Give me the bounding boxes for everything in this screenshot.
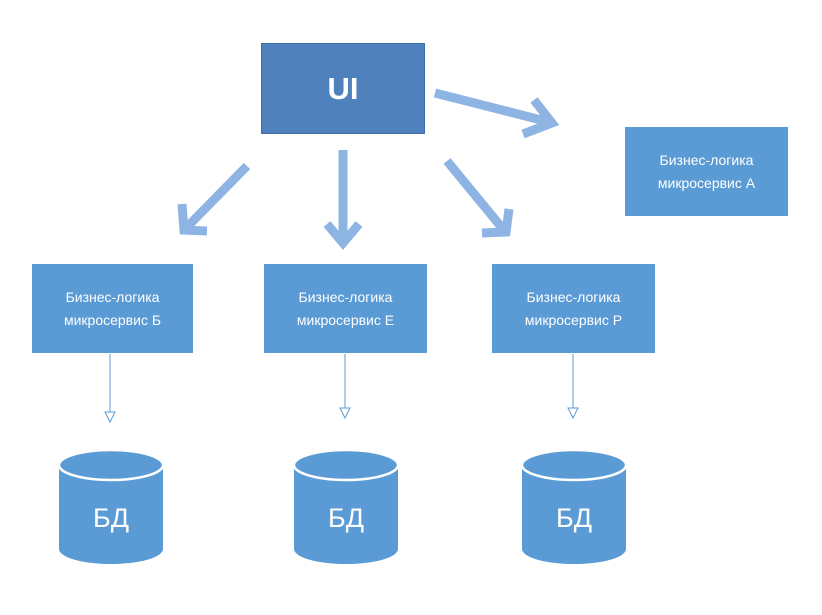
connector-service-e-to-db (339, 354, 351, 420)
database-e-label: БД (327, 502, 364, 533)
arrow-ui-to-service-e (323, 150, 363, 250)
connector-service-r-to-db (567, 354, 579, 420)
database-b-label: БД (92, 502, 129, 533)
service-r-line1: Бизнес-логика (526, 288, 621, 305)
arrow-ui-to-service-a (433, 88, 560, 139)
database-cylinder-r (520, 448, 628, 564)
service-b-line2: микросервис Б (63, 311, 162, 328)
service-b-line1: Бизнес-логика (65, 288, 160, 305)
database-cylinder-b (57, 448, 165, 564)
arrow-ui-to-service-b (177, 162, 251, 236)
database-cylinder-e (292, 448, 400, 564)
service-a-line1: Бизнес-логика (659, 151, 754, 168)
service-e-node: Бизнес-логика микросервис Е (264, 264, 427, 353)
service-r-node: Бизнес-логика микросервис Р (492, 264, 655, 353)
database-r-label: БД (555, 502, 592, 533)
service-r-line2: микросервис Р (524, 311, 623, 328)
service-b-node: Бизнес-логика микросервис Б (32, 264, 193, 353)
ui-node-label: UI (327, 70, 359, 106)
service-e-line2: микросервис Е (296, 311, 395, 328)
ui-node: UI (261, 43, 425, 134)
service-e-line1: Бизнес-логика (298, 288, 393, 305)
arrow-ui-to-service-r (443, 158, 514, 238)
connector-service-b-to-db (104, 354, 116, 424)
service-a-line2: микросервис А (657, 174, 756, 191)
service-a-node: Бизнес-логика микросервис А (625, 127, 788, 216)
